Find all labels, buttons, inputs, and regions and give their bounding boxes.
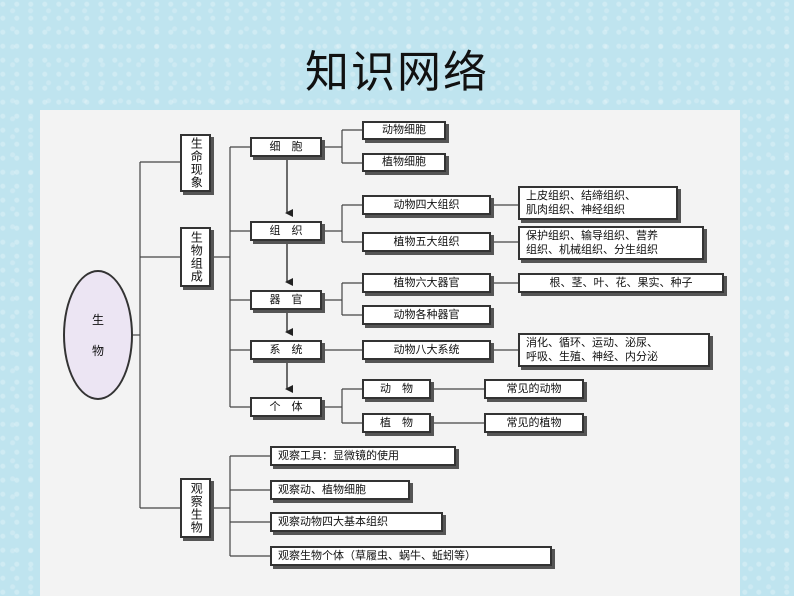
common-plants: 常见的植物 xyxy=(484,413,584,433)
animal-system-list: 消化、循环、运动、泌尿、 呼吸、生殖、神经、内分泌 xyxy=(518,333,710,367)
observe-cells: 观察动、植物细胞 xyxy=(270,480,410,500)
common-animals: 常见的动物 xyxy=(484,379,584,399)
observe-tissues: 观察动物四大基本组织 xyxy=(270,512,443,532)
plant-organ-list: 根、茎、叶、花、果实、种子 xyxy=(518,273,724,293)
root-char-1: 生 xyxy=(91,313,104,327)
individual-plant: 植 物 xyxy=(362,413,431,433)
level-system: 系 统 xyxy=(250,340,322,360)
level-cell: 细 胞 xyxy=(250,137,322,157)
page-title: 知识网络 xyxy=(305,47,489,98)
plant-tissues: 植物五大组织 xyxy=(362,232,491,252)
individual-animal: 动 物 xyxy=(362,379,431,399)
animal-tissue-list: 上皮组织、结缔组织、 肌肉组织、神经组织 xyxy=(518,186,678,220)
observe-individuals: 观察生物个体（草履虫、蜗牛、蚯蚓等） xyxy=(270,546,552,566)
category-phenomena: 生命现象 xyxy=(180,134,211,192)
category-observation: 观察生物 xyxy=(180,478,211,538)
plant-tissue-list: 保护组织、输导组织、营养 组织、机械组织、分生组织 xyxy=(518,226,704,260)
plant-cell: 植物细胞 xyxy=(362,153,446,172)
level-tissue: 组 织 xyxy=(250,221,322,241)
level-organ: 器 官 xyxy=(250,290,322,310)
root-node: 生 物 xyxy=(63,270,133,400)
knowledge-map: 生 物 生命现象 生物组成 观察生物 细 胞 组 织 器 官 系 统 个 体 动… xyxy=(40,110,740,596)
root-char-2: 物 xyxy=(91,344,104,358)
animal-tissues: 动物四大组织 xyxy=(362,195,491,215)
observe-tools: 观察工具：显微镜的使用 xyxy=(270,446,456,466)
animal-systems: 动物八大系统 xyxy=(362,340,491,360)
animal-organs: 动物各种器官 xyxy=(362,305,491,325)
plant-organs: 植物六大器官 xyxy=(362,273,491,293)
connector-lines xyxy=(133,129,518,557)
animal-cell: 动物细胞 xyxy=(362,121,446,140)
category-composition: 生物组成 xyxy=(180,227,211,287)
level-individual: 个 体 xyxy=(250,397,322,417)
